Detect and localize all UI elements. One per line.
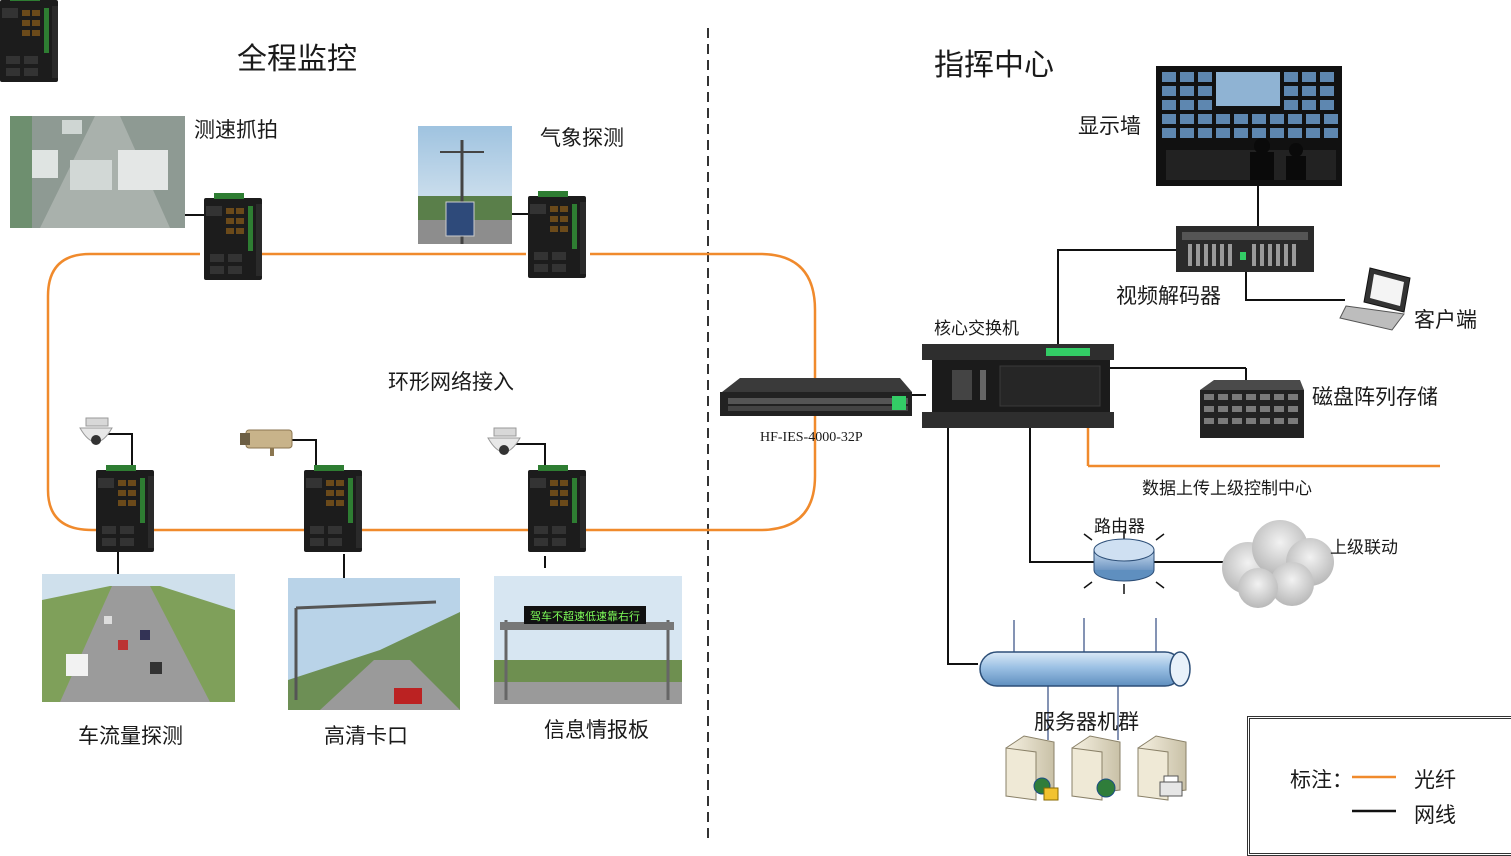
display-wall-label: 显示墙 — [1078, 114, 1141, 138]
video-decoder-label: 视频解码器 — [1116, 284, 1221, 308]
cable-boxcam — [290, 439, 317, 466]
laptop-icon — [1339, 267, 1411, 331]
router-label: 路由器 — [1094, 517, 1145, 537]
speed-capture-label: 测速抓拍 — [194, 118, 278, 142]
cable-core-decoder — [1057, 249, 1180, 346]
info-board-photo: 驾车不超速低速靠右行 — [494, 576, 682, 704]
industrial-switch-icon — [0, 0, 58, 82]
switch-model-label: HF-IES-4000-32P — [760, 430, 863, 445]
server-icon — [1005, 735, 1059, 801]
hd-checkpoint-label: 高清卡口 — [324, 724, 408, 748]
legend-title: 标注： — [1290, 768, 1353, 792]
router-icon — [1083, 530, 1165, 594]
hd-checkpoint-photo — [288, 578, 460, 710]
section-title-monitoring: 全程监控 — [237, 42, 357, 77]
weather-station-photo — [418, 126, 512, 244]
disk-array-label: 磁盘阵列存储 — [1312, 385, 1438, 409]
core-switch-icon — [922, 344, 1114, 428]
disk-array-icon — [1200, 380, 1304, 438]
weather-label: 气象探测 — [540, 126, 624, 150]
cable-core-router — [1029, 428, 1096, 563]
cloud-icon — [1222, 520, 1334, 608]
upper-link-label: 上级联动 — [1330, 538, 1398, 558]
traffic-flow-photo — [42, 574, 235, 702]
info-board-label: 信息情报板 — [544, 718, 649, 742]
video-decoder-icon — [1176, 226, 1314, 272]
dome-camera-icon — [487, 427, 521, 455]
legend-cable-label: 网线 — [1414, 803, 1456, 827]
traffic-flow-label: 车流量探测 — [78, 724, 183, 748]
box-camera-icon — [240, 429, 293, 456]
core-switch-label: 核心交换机 — [934, 319, 1019, 339]
upload-label: 数据上传上级控制中心 — [1142, 479, 1312, 499]
speed-capture-photo — [10, 116, 185, 228]
cable-core-servers — [947, 428, 978, 665]
legend-fiber-label: 光纤 — [1414, 768, 1456, 792]
display-wall-photo — [1156, 66, 1342, 186]
info-board-text: 驾车不超速低速靠右行 — [530, 609, 640, 623]
server-cluster-label: 服务器机群 — [1034, 710, 1139, 734]
legend-box — [1247, 716, 1511, 856]
server-icon — [1071, 735, 1121, 801]
ring-access-label: 环形网络接入 — [388, 370, 514, 394]
section-title-command-center: 指挥中心 — [934, 48, 1054, 83]
rack-switch-icon — [720, 378, 912, 416]
cable-dome1 — [108, 433, 133, 466]
server-bus-icon — [979, 651, 1191, 687]
dome-camera-icon — [79, 417, 113, 445]
cable-decoder-client — [1245, 270, 1345, 301]
client-label: 客户端 — [1414, 308, 1477, 332]
cable-dome2 — [516, 443, 546, 466]
server-icon — [1137, 735, 1187, 801]
fiber-ring — [46, 252, 817, 532]
